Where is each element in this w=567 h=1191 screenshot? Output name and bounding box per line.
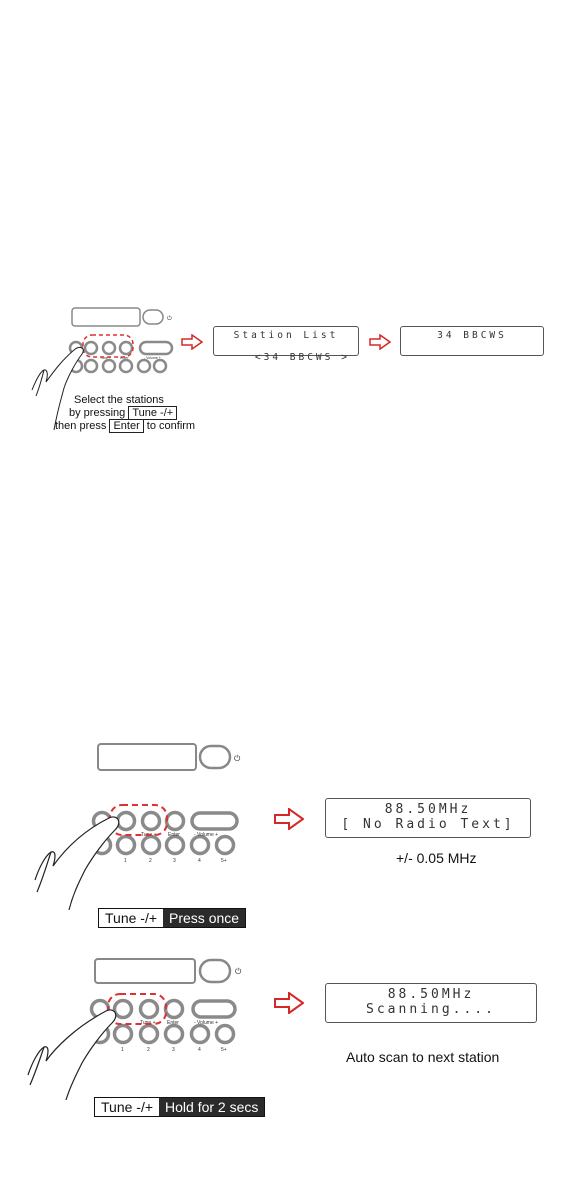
lcd-line-1: 88.50MHz — [384, 802, 472, 817]
arrow-icon — [274, 992, 304, 1014]
svg-text:Tune +: Tune + — [100, 356, 111, 360]
svg-text:3: 3 — [173, 858, 176, 864]
lcd-line-1: 34 BBCWS — [437, 330, 507, 341]
svg-text:Enter: Enter — [168, 832, 180, 838]
step-note: Auto scan to next station — [346, 1049, 500, 1065]
svg-text:5+: 5+ — [221, 858, 227, 864]
lcd-selected-station: 34 BBCWS — [400, 326, 544, 356]
svg-text:⏻: ⏻ — [235, 967, 242, 976]
arrow-icon — [274, 808, 304, 830]
svg-text:5+: 5+ — [221, 1047, 227, 1053]
arrow-icon — [181, 334, 203, 350]
tune-key-label: Tune -/+ — [128, 406, 178, 420]
svg-text:2: 2 — [149, 858, 152, 864]
tune-key-label: Tune -/+ — [99, 909, 164, 927]
lcd-line-2: Scanning.... — [366, 1002, 496, 1017]
svg-text:4: 4 — [198, 858, 201, 864]
lcd-line-1: 88.50MHz — [387, 987, 475, 1002]
radio-panel-hold: ⏻ Menu Tune + Enter - Volume + 1 2 3 4 5… — [27, 958, 242, 1100]
step-note: +/- 0.05 MHz — [396, 850, 477, 866]
lcd-line-2: [ No Radio Text] — [341, 817, 515, 832]
radio-panel-small: ⏻ Menu Tune + Enter - Volume + — [31, 307, 174, 431]
lcd-station-list: Station List <34 BBCWS> — [213, 326, 359, 363]
lcd-scanning: 88.50MHz Scanning.... — [325, 983, 537, 1023]
press-once-label: Press once — [163, 909, 246, 927]
hold-label: Hold for 2 secs — [159, 1098, 265, 1116]
enter-key-label: Enter — [109, 419, 144, 433]
svg-text:3: 3 — [172, 1047, 175, 1053]
svg-text:- Volume +: - Volume + — [194, 1020, 218, 1026]
svg-text:- Volume +: - Volume + — [144, 356, 161, 360]
caption-line-2: by pressing Tune -/+ — [69, 406, 178, 420]
radio-panel-press: ⏻ Menu Tune + Enter - Volume + 1 2 3 4 5… — [34, 743, 241, 910]
svg-text:Enter: Enter — [120, 356, 129, 360]
svg-text:1: 1 — [121, 1047, 124, 1053]
svg-text:1: 1 — [124, 858, 127, 864]
lcd-line-2: <34 BBCWS> — [254, 352, 350, 363]
arrow-icon — [369, 334, 391, 350]
svg-text:- Volume +: - Volume + — [194, 832, 218, 838]
tune-hold-label: Tune -/+ Hold for 2 secs — [94, 1097, 266, 1117]
svg-text:⏻: ⏻ — [234, 754, 241, 763]
svg-text:2: 2 — [147, 1047, 150, 1053]
svg-text:Enter: Enter — [167, 1020, 179, 1026]
tune-press-once-label: Tune -/+ Press once — [98, 908, 247, 928]
svg-text:4: 4 — [198, 1047, 201, 1053]
lcd-line-1: Station List — [233, 330, 339, 341]
svg-text:⏻: ⏻ — [167, 315, 172, 322]
lcd-frequency: 88.50MHz [ No Radio Text] — [325, 798, 531, 838]
tune-key-label: Tune -/+ — [95, 1098, 160, 1116]
caption-line-3: then press Enter to confirm — [55, 419, 196, 433]
caption-line-1: Select the stations — [74, 394, 164, 406]
